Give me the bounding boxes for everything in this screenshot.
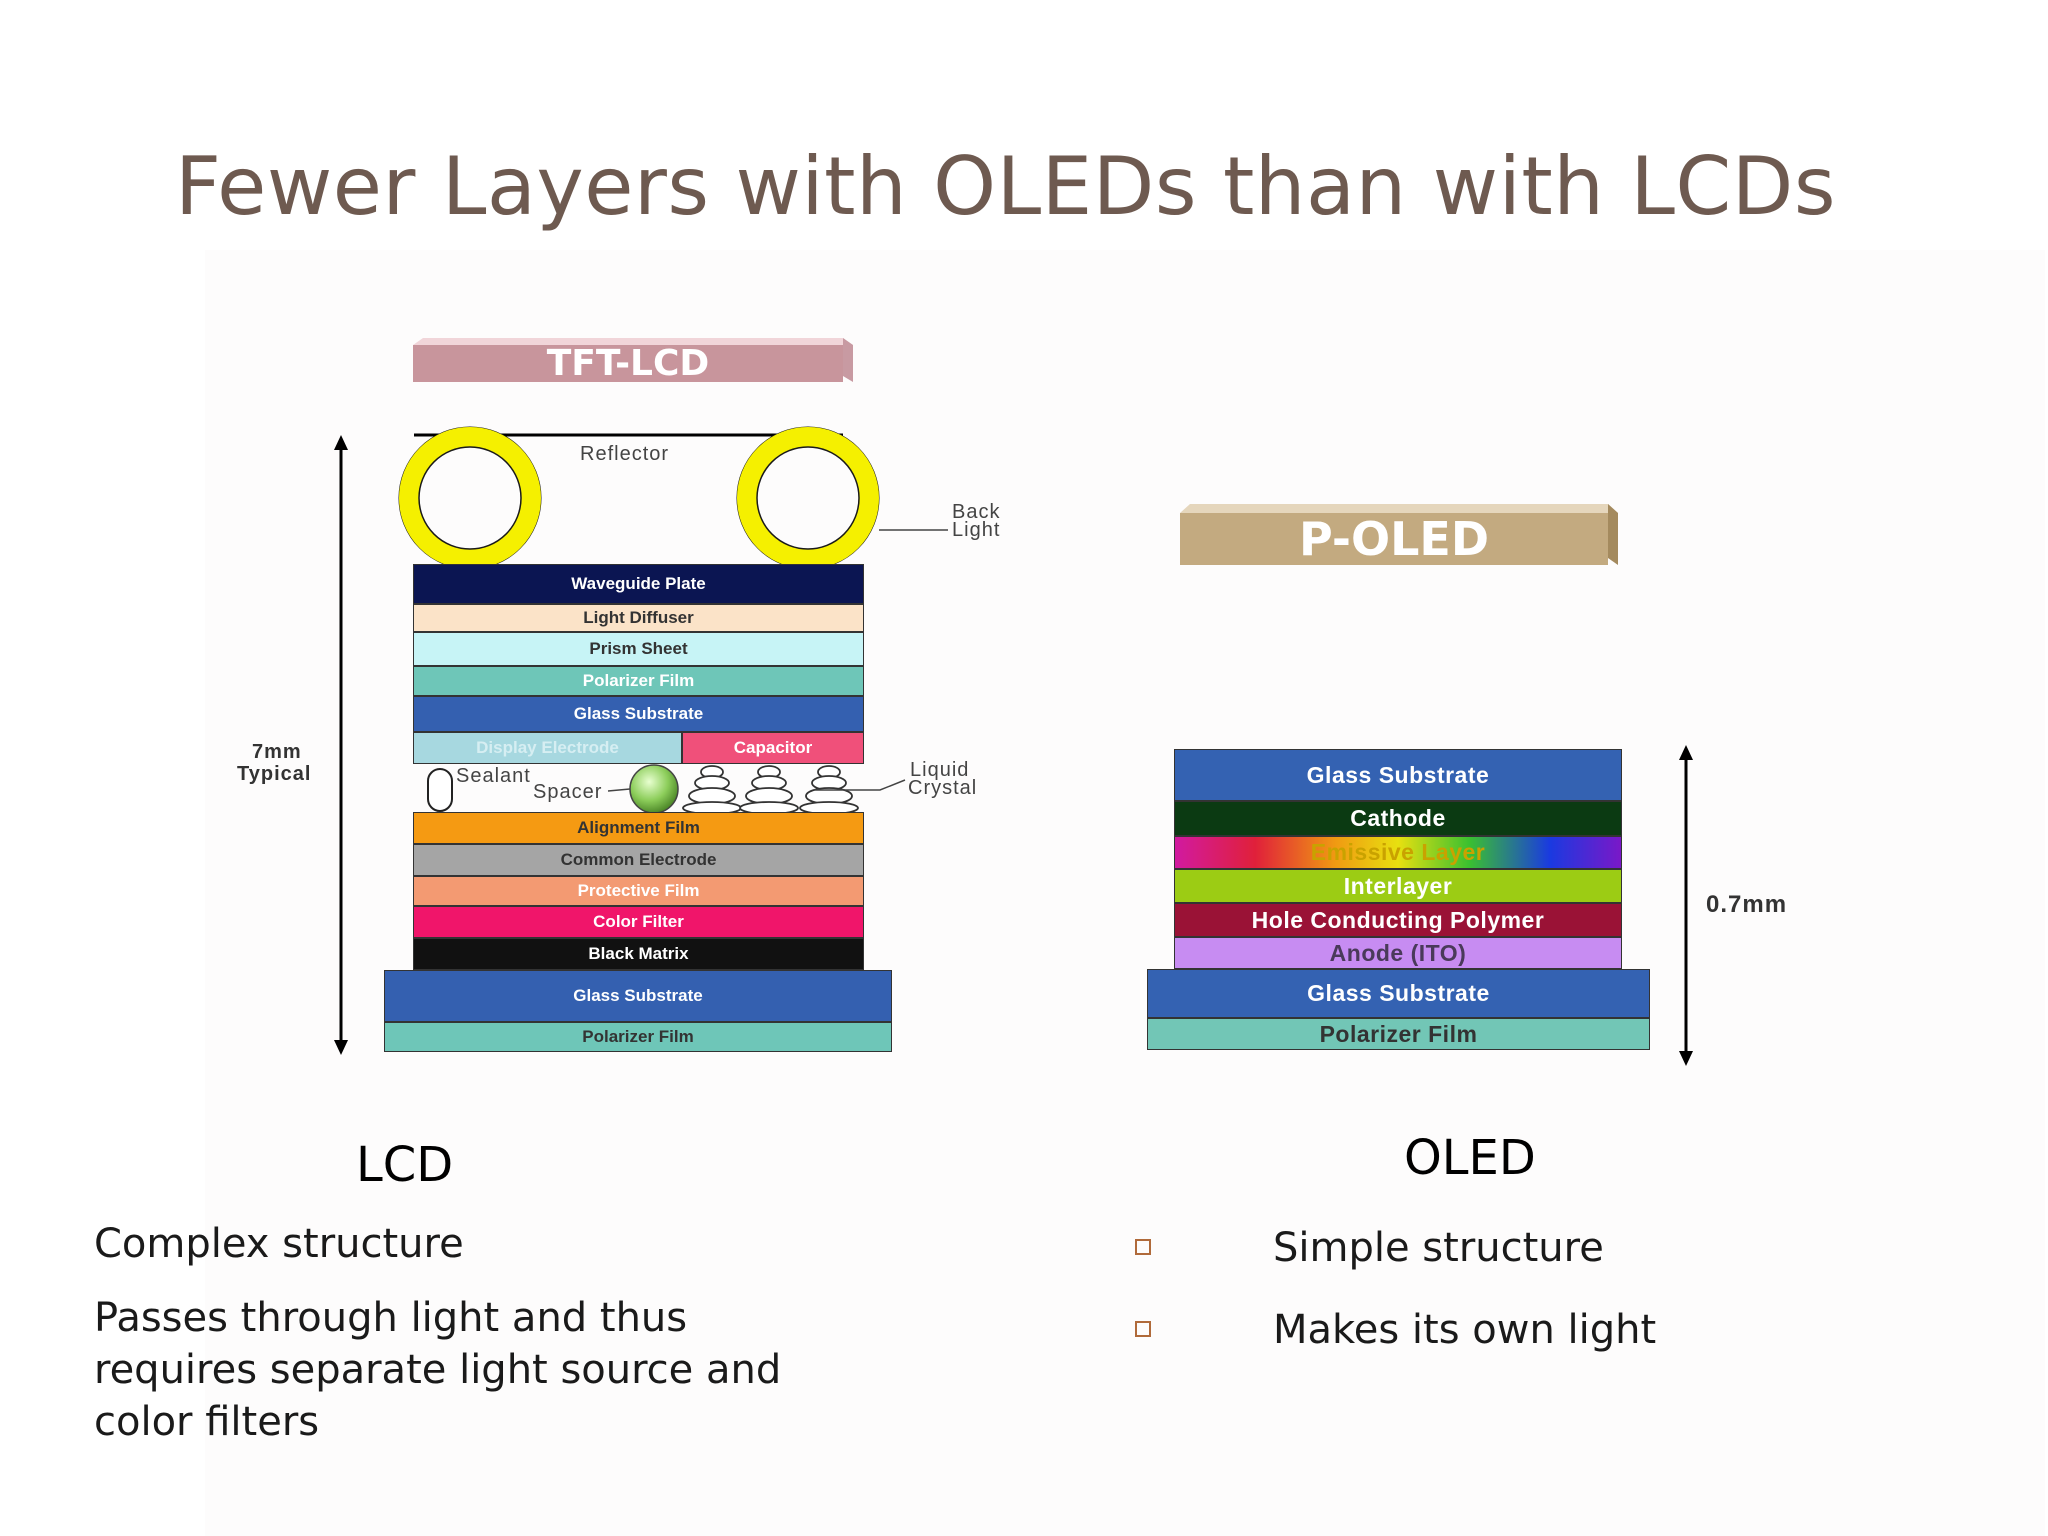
lcd-bullet-2: Passes through light and thus requires s…: [24, 1292, 784, 1448]
backlight-ring-left: [399, 427, 541, 569]
lcd-bullet-1-text: Complex structure: [94, 1221, 464, 1267]
lcd-banner-top-face: [413, 338, 853, 345]
lcd-thickness-value: 7mm: [252, 741, 302, 763]
oled-heading: OLED: [1404, 1130, 1536, 1186]
liquid-crystal-label-line1: Liquid: [910, 759, 970, 781]
oled-bullet-2: Makes its own light: [1135, 1304, 1963, 1356]
backlight-label-line1: Back: [952, 501, 1001, 523]
lcd-layer-polarizer-film-top: Polarizer Film: [413, 666, 864, 696]
spacer-label: Spacer: [533, 781, 603, 803]
backlight-ring-right: [737, 427, 879, 569]
lcd-layer-light-diffuser: Light Diffuser: [413, 604, 864, 632]
oled-banner: P-OLED: [1180, 512, 1608, 566]
lcd-layer-color-filter: Color Filter: [413, 906, 864, 938]
liquid-crystal-stack-1: [682, 765, 742, 815]
lcd-bullet-list: Complex structure Passes through light a…: [24, 1218, 784, 1470]
oled-layer-hole-conducting-polymer: Hole Conducting Polymer: [1174, 903, 1622, 937]
lcd-thickness-note: Typical: [237, 763, 312, 785]
lcd-layer-prism-sheet: Prism Sheet: [413, 632, 864, 666]
lcd-layer-display-electrode: Display Electrode: [413, 732, 682, 764]
lcd-layer-alignment-film: Alignment Film: [413, 812, 864, 844]
lcd-layer-capacitor: Capacitor: [682, 732, 864, 764]
oled-layer-cathode: Cathode: [1174, 801, 1622, 836]
oled-bullet-list: Simple structure Makes its own light: [1135, 1222, 1963, 1378]
liquid-crystal-label-line2: Crystal: [908, 777, 978, 799]
sealant-label: Sealant: [456, 765, 531, 787]
oled-layer-glass-substrate-bottom: Glass Substrate: [1147, 969, 1650, 1018]
liquid-crystal-leader: [814, 779, 906, 791]
lcd-layer-polarizer-film-bottom: Polarizer Film: [384, 1022, 892, 1052]
lcd-bullet-2-text: Passes through light and thus requires s…: [94, 1295, 782, 1445]
liquid-crystal-stack-2: [739, 765, 799, 815]
oled-layer-anode-ito: Anode (ITO): [1174, 937, 1622, 969]
oled-bullet-2-text: Makes its own light: [1273, 1307, 1657, 1353]
spacer-ball: [629, 764, 679, 814]
sealant-shape: [427, 768, 453, 812]
oled-layer-glass-substrate-top: Glass Substrate: [1174, 749, 1622, 801]
lcd-layer-protective-film: Protective Film: [413, 876, 864, 906]
oled-bullet-1: Simple structure: [1135, 1222, 1963, 1274]
oled-bullet-1-text: Simple structure: [1273, 1225, 1604, 1271]
reflector-label: Reflector: [580, 443, 670, 465]
oled-banner-side-face: [1608, 504, 1618, 565]
backlight-label-line2: Light: [952, 519, 1001, 541]
lcd-banner: TFT-LCD: [413, 343, 843, 384]
lcd-layer-common-electrode: Common Electrode: [413, 844, 864, 876]
lcd-heading: LCD: [356, 1137, 454, 1193]
oled-thickness-label: 0.7mm: [1706, 891, 1788, 918]
bullet-box-icon: [1135, 1321, 1151, 1337]
lcd-bullet-1: Complex structure: [24, 1218, 784, 1270]
lcd-layer-glass-substrate-bottom: Glass Substrate: [384, 970, 892, 1022]
lcd-layer-black-matrix: Black Matrix: [413, 938, 864, 970]
liquid-crystal-stack-3: [799, 765, 859, 815]
lcd-layer-waveguide-plate: Waveguide Plate: [413, 564, 864, 604]
oled-layer-interlayer: Interlayer: [1174, 869, 1622, 903]
bullet-box-icon: [1135, 1239, 1151, 1255]
lcd-banner-side-face: [843, 338, 853, 382]
oled-layer-polarizer-film: Polarizer Film: [1147, 1018, 1650, 1050]
slide-title: Fewer Layers with OLEDs than with LCDs: [175, 140, 1837, 233]
oled-banner-top-face: [1180, 504, 1618, 513]
oled-layer-emissive-layer: Emissive Layer: [1174, 836, 1622, 869]
lcd-layer-glass-substrate-top: Glass Substrate: [413, 696, 864, 732]
